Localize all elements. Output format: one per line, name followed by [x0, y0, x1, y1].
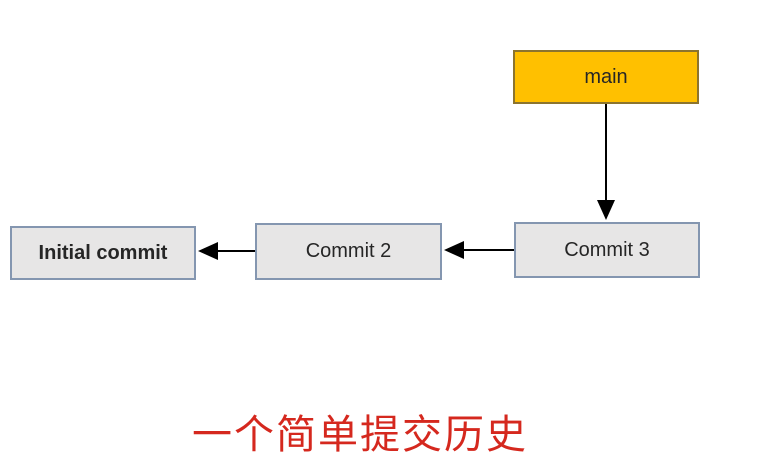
diagram-caption: 一个简单提交历史 — [192, 413, 528, 452]
commit-box-initial-commit: Initial commit — [10, 226, 196, 280]
commit-label-text: Commit 2 — [305, 240, 392, 262]
commit-label-text: Initial commit — [38, 241, 168, 264]
branch-label-main: main — [513, 50, 699, 104]
commit-box-commit-2: Commit 2 — [255, 223, 442, 280]
branch-label-text: main — [584, 65, 628, 88]
commit-label-text: Commit 3 — [564, 238, 650, 261]
commit-box-commit-3: Commit 3 — [514, 222, 700, 278]
